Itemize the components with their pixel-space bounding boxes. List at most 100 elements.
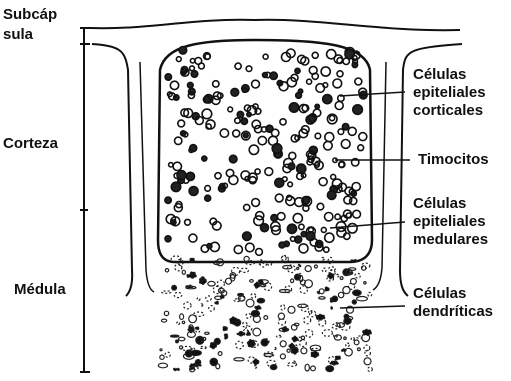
thymocyte-cell <box>202 156 207 161</box>
medullary-cell <box>319 297 325 299</box>
medullary-cell <box>196 360 201 365</box>
medullary-cell <box>364 282 366 284</box>
medullary-cell <box>330 361 338 365</box>
label-capsule-line1: Subcáp <box>3 6 57 24</box>
thymocyte-cell <box>241 118 247 124</box>
thymocyte-cell <box>298 89 302 93</box>
medullary-cell <box>203 337 206 340</box>
medullary-cell <box>338 292 343 297</box>
thymocyte-cell <box>190 145 197 152</box>
medullary-cell <box>246 299 254 307</box>
medullary-cell <box>186 274 196 277</box>
medullary-cell <box>208 281 215 286</box>
thymocyte-cell <box>188 82 194 88</box>
thymocyte-cell <box>165 74 171 80</box>
thymocyte-cell <box>207 244 212 249</box>
medullary-cell <box>242 322 247 327</box>
medullary-cell <box>336 274 338 276</box>
medullary-cell <box>176 340 179 343</box>
label-capsule-line2: sula <box>3 26 33 44</box>
medullary-cell <box>218 352 222 356</box>
label-thymocytes: Timocitos <box>418 151 489 169</box>
medullary-cell <box>322 330 332 337</box>
medullary-cell <box>301 336 304 339</box>
medullary-cell <box>254 366 256 368</box>
medullary-cell <box>305 280 313 288</box>
medullary-cell <box>264 316 268 320</box>
medullary-cell <box>305 364 309 371</box>
medullary-cell <box>255 306 261 310</box>
thymocyte-cell <box>179 47 187 55</box>
medullary-cell <box>200 347 206 349</box>
medullary-cell <box>160 349 162 351</box>
medullary-cell <box>330 307 332 309</box>
label-medulla: Médula <box>14 281 66 299</box>
label-medullary-epithelial-2: epiteliales <box>413 213 486 231</box>
medullary-cell <box>346 343 350 347</box>
medullary-cell <box>210 342 217 349</box>
medullary-cell <box>298 304 307 307</box>
medullary-cell <box>319 319 326 326</box>
thymocyte-cell <box>247 112 251 116</box>
capsule-outer-line <box>90 20 460 30</box>
medullary-cell <box>165 269 168 272</box>
medullary-cell <box>344 337 346 339</box>
medullary-cell <box>325 287 329 291</box>
medullary-cell <box>253 359 259 365</box>
trabecula-left <box>92 44 132 296</box>
medullary-cell <box>305 330 312 337</box>
medullary-cell <box>253 328 261 336</box>
medullary-cell <box>358 348 361 351</box>
medullary-cell <box>357 297 368 301</box>
medullary-cell <box>230 317 237 324</box>
medullary-cell <box>316 314 325 320</box>
medullary-cell <box>298 264 301 267</box>
medullary-cell <box>189 315 197 323</box>
medullary-cell <box>340 277 343 280</box>
medullary-cell <box>177 322 180 325</box>
thymocyte-cell <box>231 88 239 96</box>
medullary-cell <box>164 311 168 315</box>
thymocyte-cell <box>342 124 348 130</box>
thymocyte-cell <box>177 171 186 180</box>
thymocyte-cell <box>327 191 336 200</box>
thymocyte-cell <box>315 104 319 108</box>
thymocyte-cell <box>306 115 315 124</box>
medullary-cell <box>368 292 372 296</box>
medullary-cell <box>326 366 334 372</box>
medullary-cell <box>310 345 320 351</box>
medullary-cell <box>182 321 184 323</box>
medullary-cell <box>258 279 263 284</box>
medullary-cell <box>165 352 170 357</box>
medullary-cell <box>158 363 167 368</box>
medullary-cell <box>292 336 298 342</box>
medullary-cell <box>261 285 266 287</box>
medullary-cell <box>197 298 200 301</box>
medullary-cell <box>288 306 295 313</box>
thymocyte-cell <box>237 111 243 117</box>
thymocyte-cell <box>171 182 180 191</box>
medullary-cell <box>280 354 285 359</box>
thymocyte-cell <box>243 232 252 241</box>
medullary-cell <box>310 311 316 317</box>
label-cortex: Corteza <box>3 135 58 153</box>
label-medullary-epithelial-1: Células <box>413 195 466 213</box>
thymocyte-cell <box>242 88 246 92</box>
medullary-cell <box>261 339 268 346</box>
thymocyte-cell <box>186 172 194 180</box>
thymocyte-cell <box>189 187 198 196</box>
medullary-cell <box>351 337 354 340</box>
medullary-cell <box>335 356 341 360</box>
medullary-cell <box>322 268 326 272</box>
medullary-cell <box>223 326 228 331</box>
thymocyte-cell <box>229 155 237 163</box>
medullary-cell <box>274 348 276 350</box>
label-dendritic-1: Células <box>413 285 466 303</box>
medullary-cell <box>162 291 171 293</box>
medullary-cell <box>215 301 218 304</box>
medullary-cell <box>355 273 361 278</box>
medullary-cell <box>334 335 341 340</box>
medullary-cell <box>246 313 251 318</box>
medullary-cell <box>243 330 248 334</box>
medullary-cell <box>205 332 209 334</box>
